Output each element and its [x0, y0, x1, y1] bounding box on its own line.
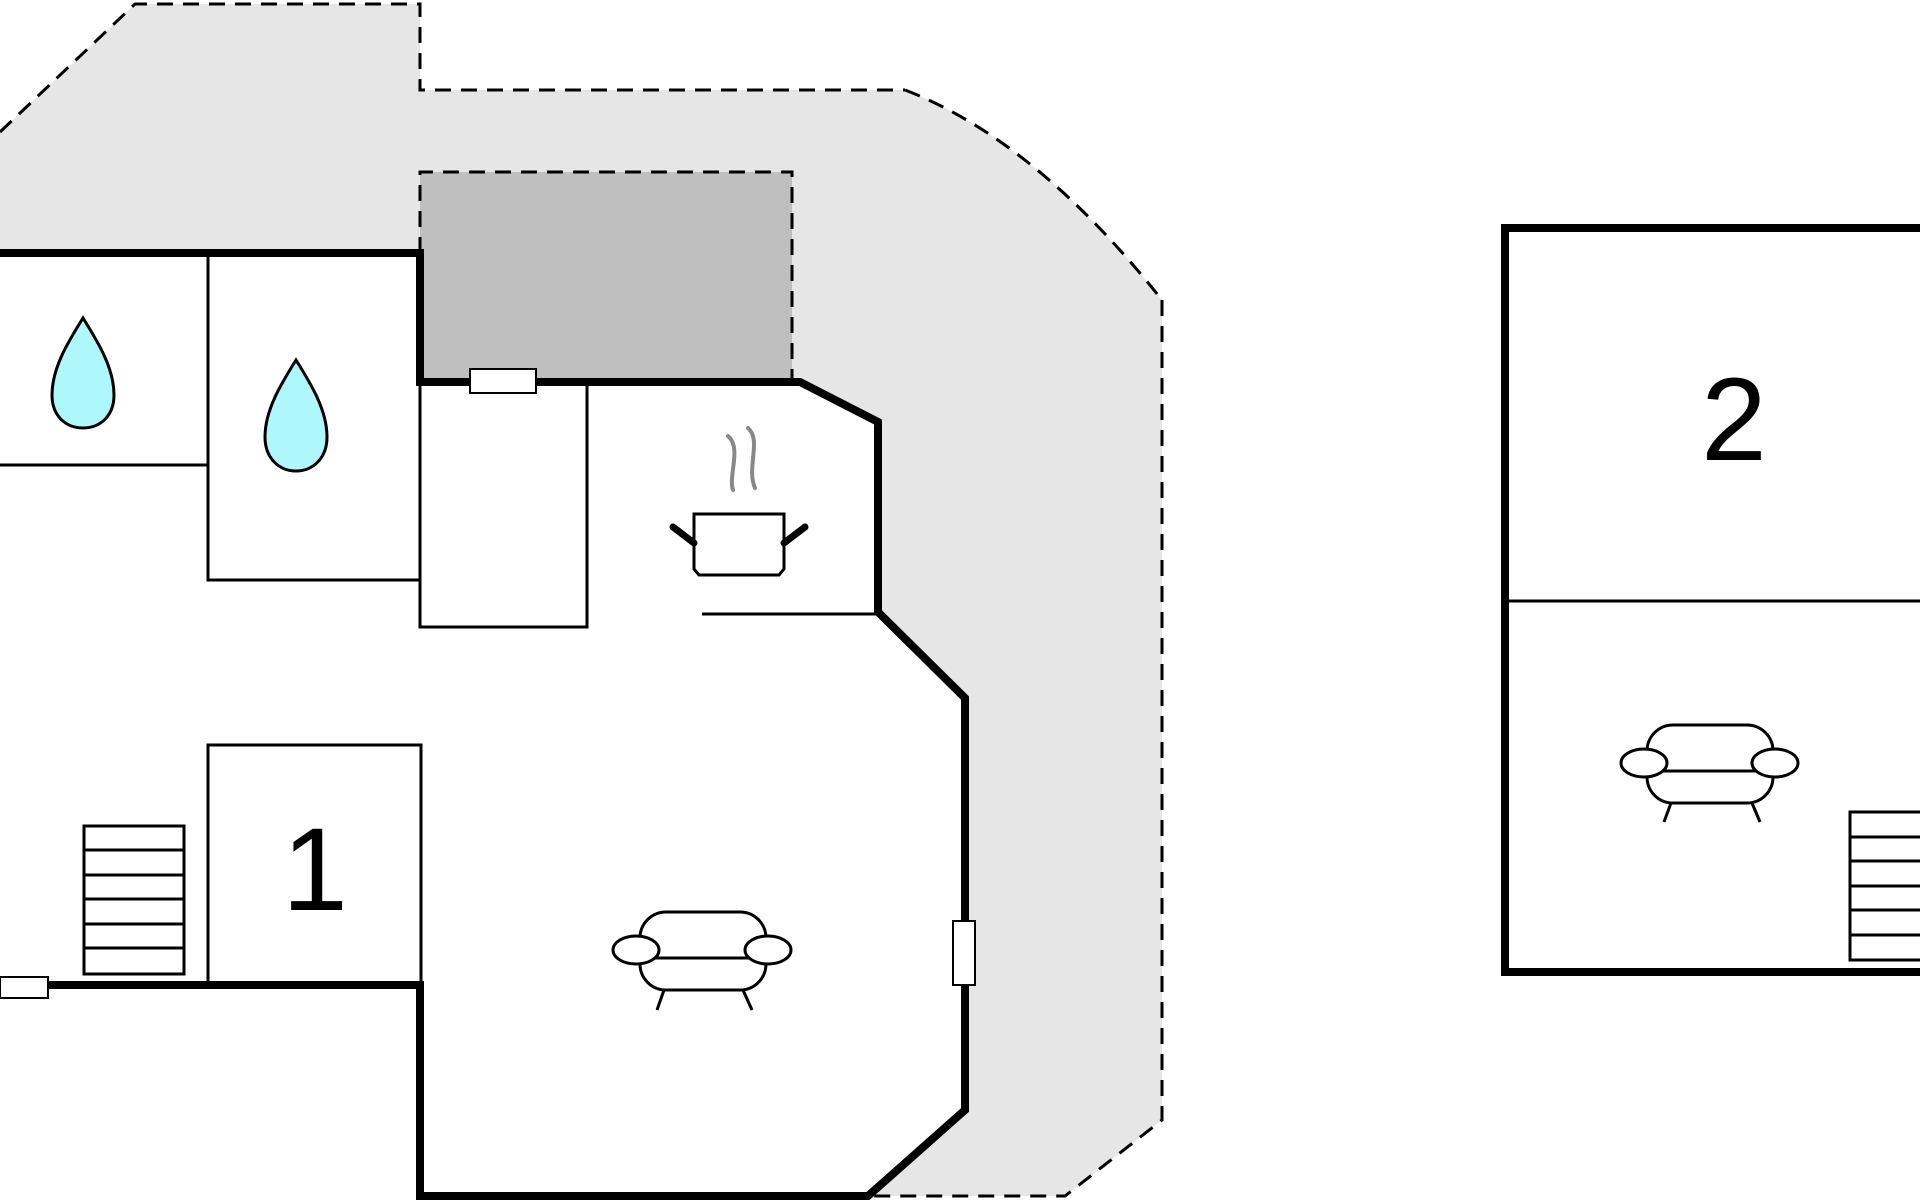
water-drop-icon [50, 315, 116, 430]
window-kitchen [469, 368, 537, 394]
sofa-icon [611, 910, 793, 1011]
water-drop-icon [263, 357, 329, 473]
room-label-2: 2 [1701, 354, 1767, 486]
room-label-1: 1 [282, 804, 348, 936]
staircase-icon [82, 824, 186, 976]
window-living-room [952, 920, 976, 986]
upper-floor-plan [1480, 224, 1920, 976]
cooking-pot-icon [669, 426, 809, 577]
exterior-walls [0, 249, 969, 1200]
terrace [0, 2, 1164, 1198]
windows [0, 368, 976, 999]
staircase-icon [1848, 810, 1920, 962]
window-hall [0, 976, 49, 999]
sofa-icon [1619, 723, 1800, 823]
covered-terrace [418, 170, 794, 382]
interior-walls [0, 253, 878, 985]
